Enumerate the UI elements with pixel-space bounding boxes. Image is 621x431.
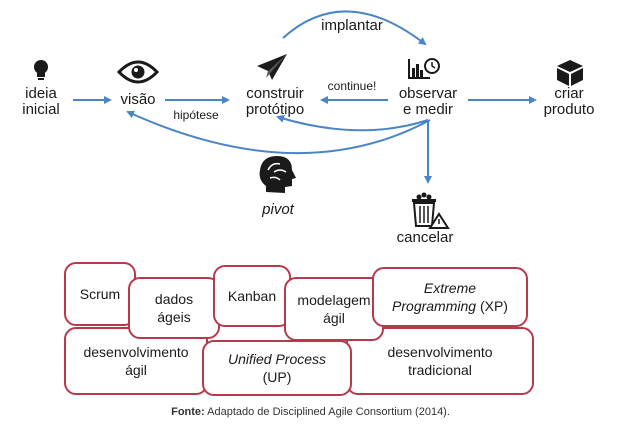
method-unified-process-label: Unified Process (UP) <box>228 350 326 386</box>
method-extreme-programming: Extreme Programming (XP) <box>372 267 528 327</box>
arrow-observar-construir <box>276 114 429 132</box>
method-desenvolvimento-tradicional-label: desenvolvimento tradicional <box>387 344 493 378</box>
paper-plane-icon <box>257 54 287 80</box>
edges <box>73 10 537 184</box>
method-up-suffix: (UP) <box>262 369 292 385</box>
figure-caption: Fonte: Adaptado de Disciplined Agile Con… <box>0 406 621 418</box>
node-criar-produto: criar produto <box>543 85 595 118</box>
edge-label-implantar: implantar <box>321 17 383 34</box>
brain-head-icon <box>259 156 296 193</box>
node-cancelar: cancelar <box>396 229 454 246</box>
method-unified-process: Unified Process (UP) <box>202 340 352 396</box>
eye-icon <box>116 60 160 84</box>
method-modelagem-agil: modelagem ágil <box>284 277 384 341</box>
method-scrum: Scrum <box>64 262 136 326</box>
node-pivot: pivot <box>262 201 294 218</box>
method-dados-ageis-label: dados ágeis <box>154 291 194 325</box>
chart-clock-icon <box>408 58 440 79</box>
arrow-implantar <box>282 10 427 46</box>
arrow-pivot <box>126 110 431 155</box>
caption-label: Fonte: <box>171 406 205 418</box>
node-visao: visão <box>120 91 156 108</box>
node-ideia-inicial: ideia inicial <box>22 85 60 118</box>
lightbulb-icon <box>34 60 48 80</box>
box-icon <box>557 60 583 86</box>
method-kanban-label: Kanban <box>227 288 277 304</box>
node-observar-medir: observar e medir <box>398 85 458 118</box>
edge-label-continue: continue! <box>327 79 377 93</box>
method-dados-ageis: dados ágeis <box>128 277 220 339</box>
method-modelagem-agil-label: modelagem ágil <box>297 292 371 326</box>
method-kanban: Kanban <box>213 265 291 327</box>
method-xp-italic: Extreme Programming <box>392 280 477 314</box>
edge-label-hipotese: hipótese <box>173 108 219 122</box>
method-desenvolvimento-agil-label: desenvolvimento ágil <box>83 344 189 378</box>
trash-warning-icon <box>412 192 450 229</box>
node-construir-prototipo: construir protótipo <box>245 85 305 118</box>
caption-text: Adaptado de Disciplined Agile Consortium… <box>204 406 450 418</box>
method-up-italic: Unified Process <box>227 351 327 367</box>
method-xp-label: Extreme Programming (XP) <box>392 279 508 315</box>
method-scrum-label: Scrum <box>79 286 121 302</box>
method-xp-suffix: (XP) <box>476 298 508 314</box>
